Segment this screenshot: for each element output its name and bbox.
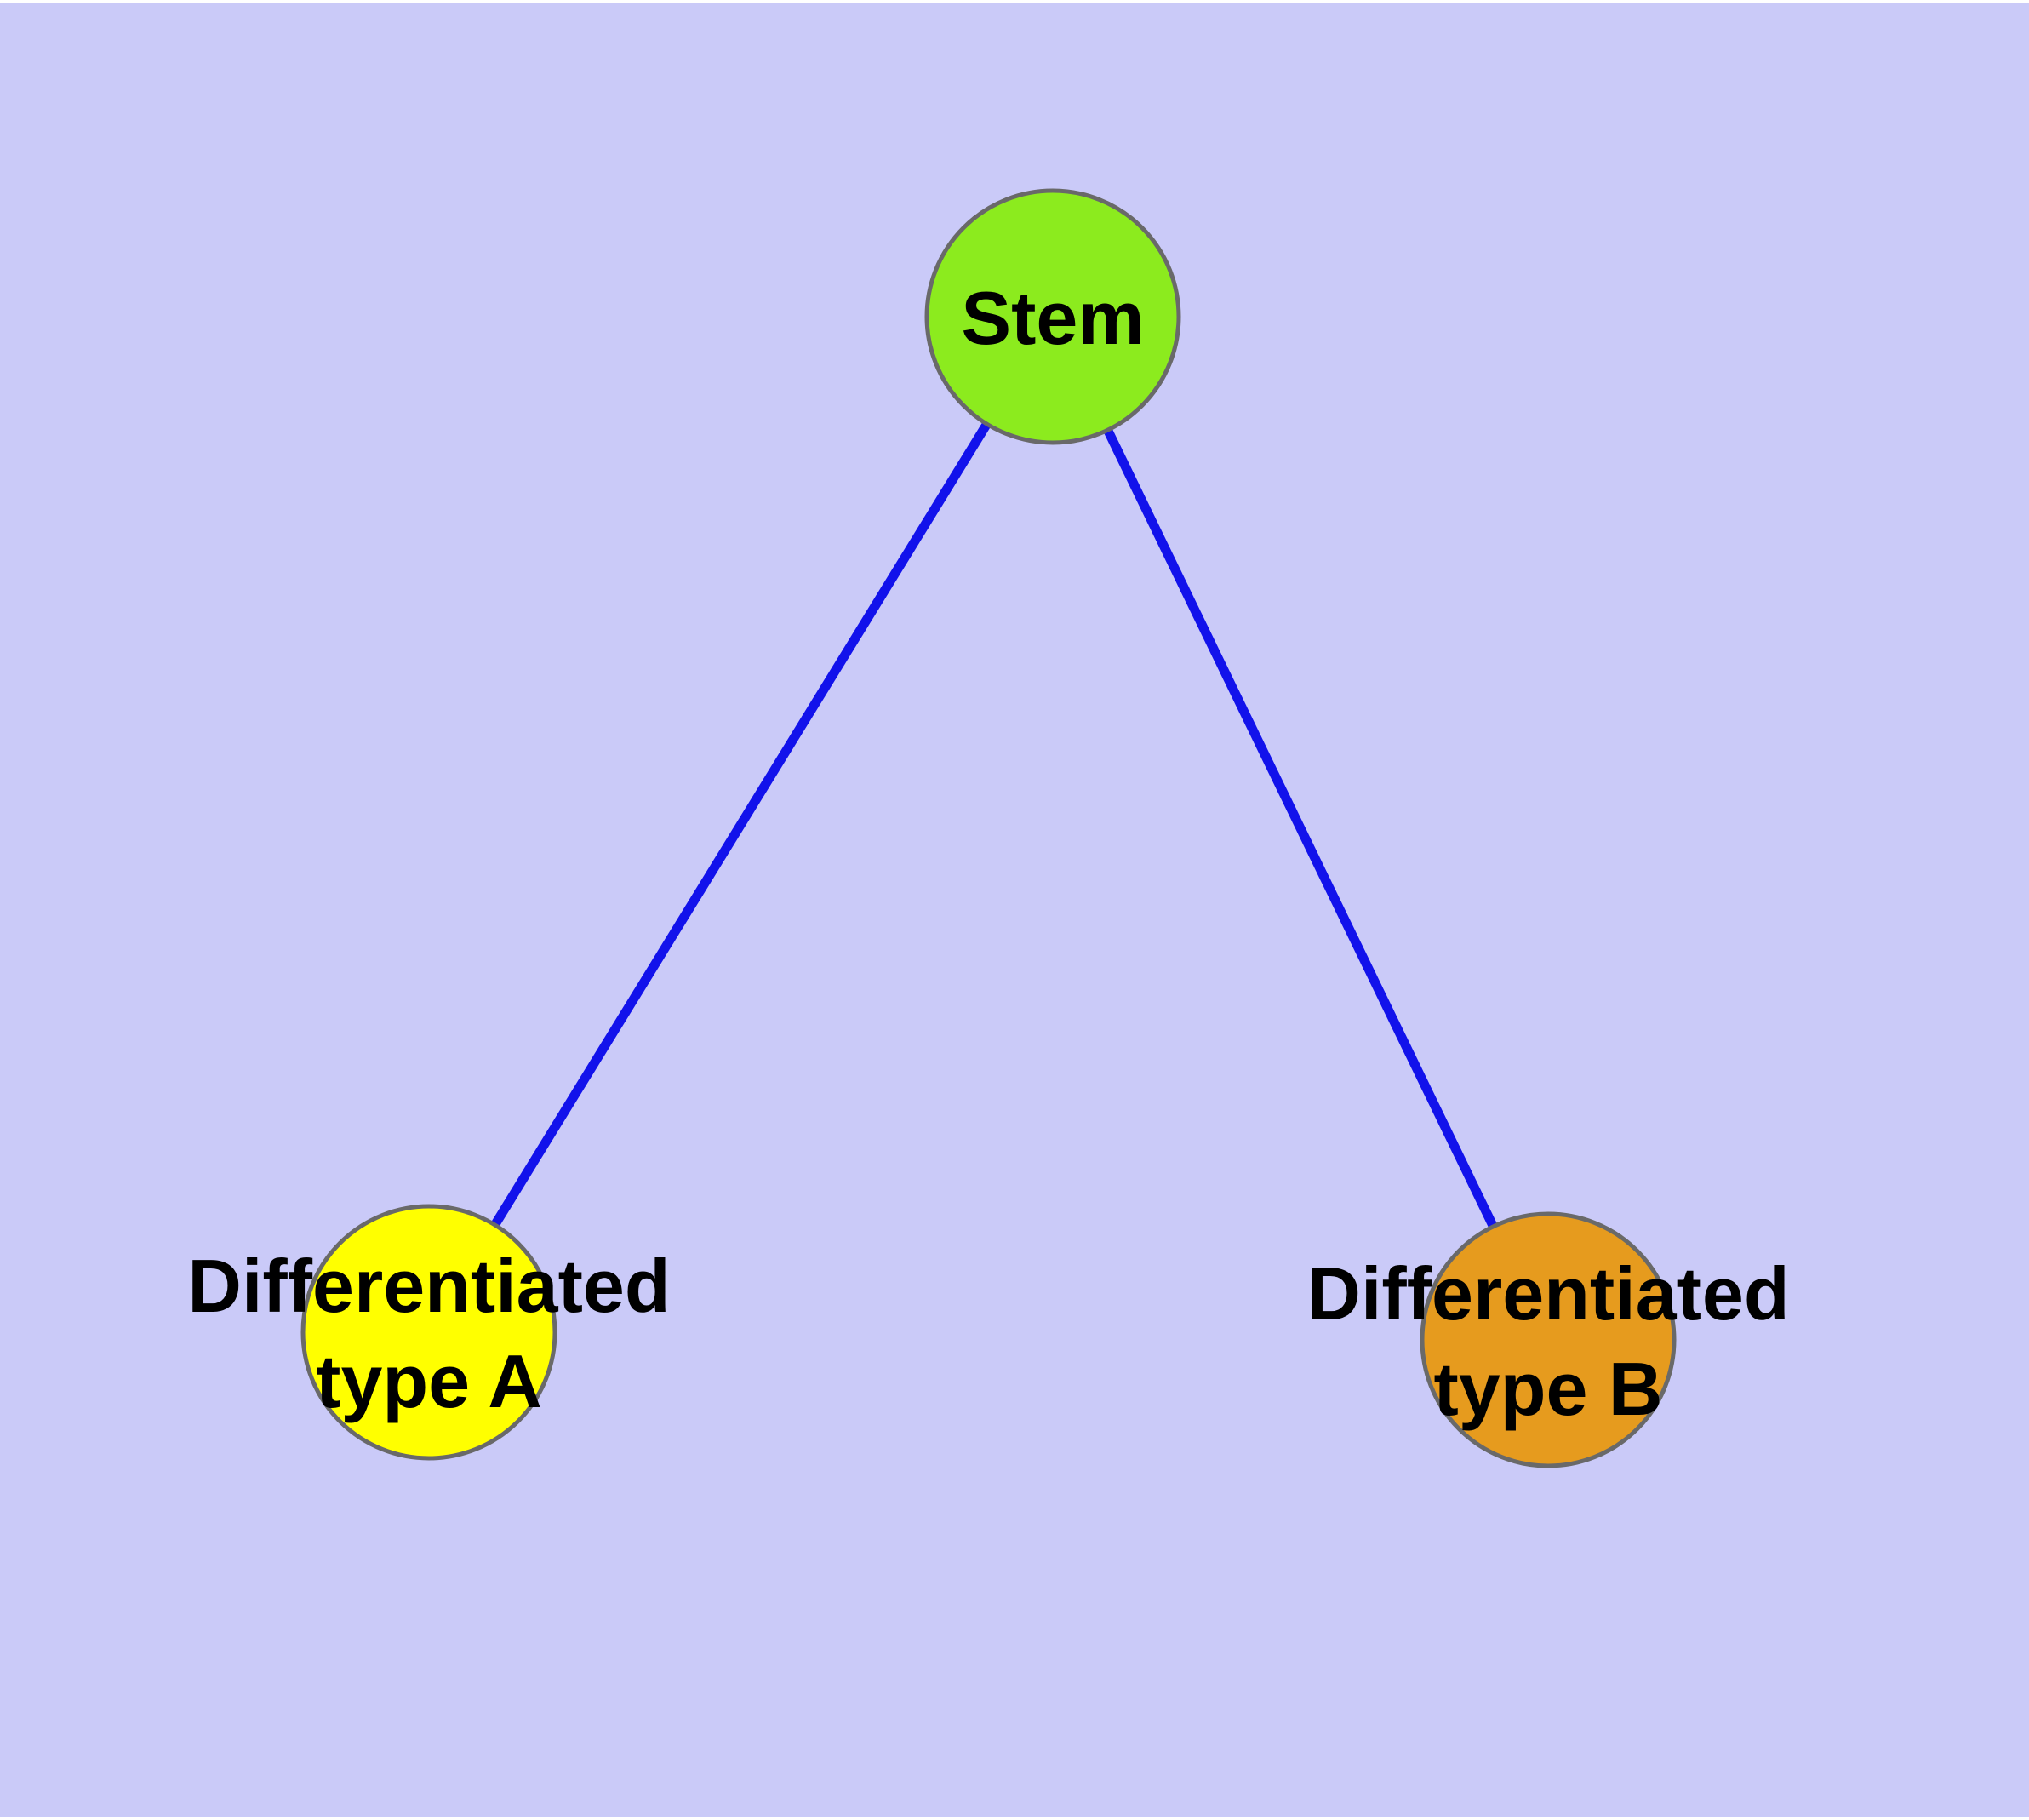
edge-stem-to-type-a bbox=[425, 314, 1057, 1335]
node-type-a-circle bbox=[300, 1204, 557, 1461]
node-type-b-label-line1: Differentiated bbox=[1306, 1251, 1789, 1336]
edge-stem-to-type-b bbox=[1049, 314, 1552, 1342]
node-stem-circle bbox=[924, 188, 1181, 445]
node-type-a-label-line2: type A bbox=[316, 1339, 542, 1423]
node-type-b-label-line2: type B bbox=[1434, 1347, 1663, 1431]
node-stem-label: Stem bbox=[961, 276, 1144, 360]
node-type-b-circle bbox=[1420, 1211, 1677, 1468]
node-type-a-label-line1: Differentiated bbox=[187, 1244, 670, 1328]
